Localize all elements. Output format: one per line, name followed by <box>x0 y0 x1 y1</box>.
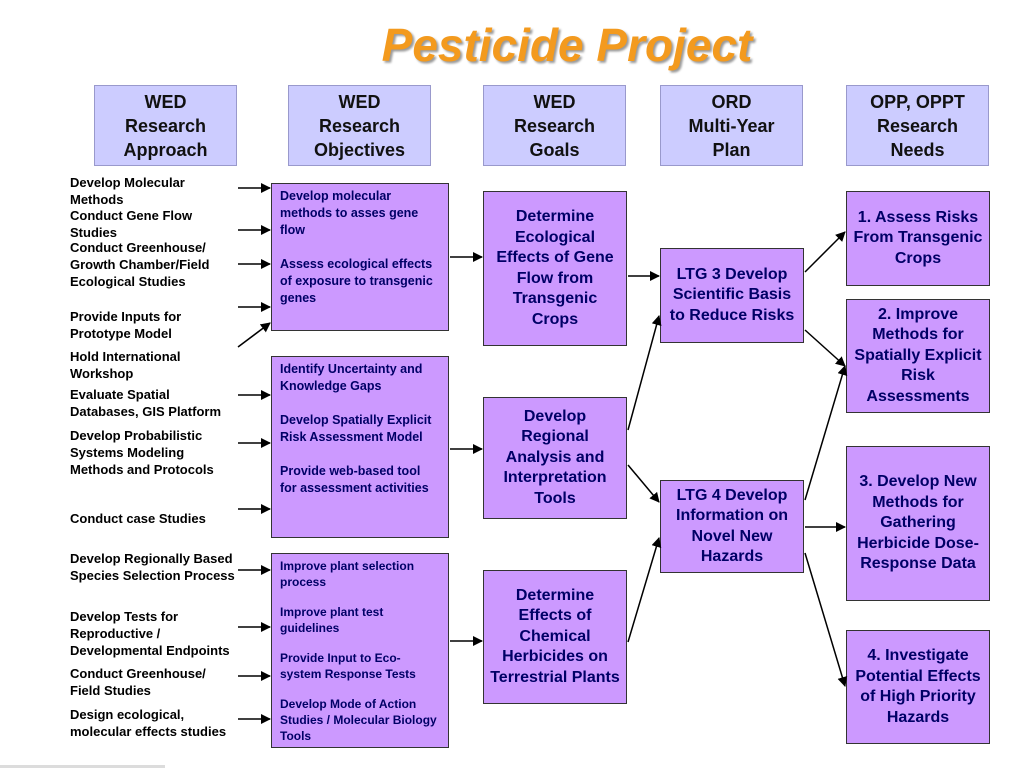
approach-item: Conduct case Studies <box>70 511 206 526</box>
approach-item: Conduct Gene Flow Studies <box>70 208 193 240</box>
header-line: Approach <box>123 139 208 160</box>
objective-item: Develop Spatially Explicit Risk Assessme… <box>280 413 432 444</box>
header-line: WED <box>533 91 576 112</box>
need-label: 1. Assess Risks From Transgenic Crops <box>853 208 983 267</box>
need-label: 3. Develop New Methods for Gathering Her… <box>857 473 979 573</box>
arrow <box>627 537 662 643</box>
approach-item: Develop Probabilistic Systems Modeling M… <box>70 428 214 477</box>
arrow <box>804 552 848 687</box>
goal-label: Determine Effects of Chemical Herbicides… <box>490 586 620 686</box>
arrow <box>627 464 660 503</box>
header-line: Needs <box>890 139 945 160</box>
header-line: OPP, OPPT <box>870 91 965 112</box>
goal-regional-analysis: Develop Regional Analysis and Interpreta… <box>483 397 627 519</box>
objectives-box-plants: Improve plant selection process Improve … <box>271 553 449 748</box>
objective-item: Provide web-based tool for assessment ac… <box>280 464 429 495</box>
need-high-priority-hazards: 4. Investigate Potential Effects of High… <box>846 630 990 744</box>
header-line: WED <box>144 91 187 112</box>
plan-ltg4: LTG 4 Develop Information on Novel New H… <box>660 480 804 573</box>
approach-item: Develop Molecular Methods <box>70 175 185 207</box>
plan-label: LTG 3 Develop Scientific Basis to Reduce… <box>669 265 795 324</box>
header-line: ORD <box>711 91 752 112</box>
header-line: Research <box>513 115 596 136</box>
goal-label: Determine Ecological Effects of Gene Flo… <box>496 208 614 328</box>
goal-label: Develop Regional Analysis and Interpreta… <box>503 407 607 507</box>
need-label: 2. Improve Methods for Spatially Explici… <box>854 305 982 405</box>
need-label: 4. Investigate Potential Effects of High… <box>855 647 981 726</box>
approach-item: Develop Tests for Reproductive / Develop… <box>70 609 230 658</box>
arrow <box>804 329 846 367</box>
objectives-box-gene-flow: Develop molecular methods to asses gene … <box>271 183 449 331</box>
header-line: WED <box>338 91 381 112</box>
header-line: Goals <box>529 139 580 160</box>
footer-rule <box>0 765 165 768</box>
header-line: Research <box>876 115 959 136</box>
arrow <box>627 315 662 431</box>
objective-item: Provide Input to Eco-system Response Tes… <box>280 651 416 681</box>
objective-item: Assess ecological effects of exposure to… <box>280 257 433 305</box>
approach-item: Design ecological, molecular effects stu… <box>70 707 227 739</box>
approach-item: Evaluate Spatial Databases, GIS Platform <box>70 387 221 419</box>
plan-label: LTG 4 Develop Information on Novel New H… <box>676 486 788 566</box>
objective-item: Improve plant test guidelines <box>280 605 384 635</box>
arrow <box>804 365 848 501</box>
approach-item: Provide Inputs for Prototype Model <box>70 309 182 341</box>
header-line: Objectives <box>313 139 406 160</box>
header-line: Multi-Year <box>688 115 775 136</box>
need-assess-risks: 1. Assess Risks From Transgenic Crops <box>846 191 990 286</box>
need-dose-response: 3. Develop New Methods for Gathering Her… <box>846 446 990 601</box>
header-line: Research <box>318 115 401 136</box>
arrow <box>804 231 846 273</box>
objective-item: Identify Uncertainty and Knowledge Gaps <box>280 362 423 393</box>
plan-ltg3: LTG 3 Develop Scientific Basis to Reduce… <box>660 248 804 343</box>
arrow <box>237 322 271 348</box>
objective-item: Improve plant selection process <box>280 559 415 589</box>
page-title: Pesticide Project <box>381 19 753 71</box>
header-line: Plan <box>712 139 751 160</box>
goal-gene-flow: Determine Ecological Effects of Gene Flo… <box>483 191 627 346</box>
objective-item: Develop molecular methods to asses gene … <box>280 189 419 237</box>
approach-item: Develop Regionally Based Species Selecti… <box>70 551 235 583</box>
objectives-box-spatial: Identify Uncertainty and Knowledge Gaps … <box>271 356 449 538</box>
header-line: Research <box>124 115 207 136</box>
approach-item: Hold International Workshop <box>70 349 181 381</box>
objective-item: Develop Mode of Action Studies / Molecul… <box>280 697 437 743</box>
goal-chemical-herbicides: Determine Effects of Chemical Herbicides… <box>483 570 627 704</box>
need-improve-methods: 2. Improve Methods for Spatially Explici… <box>846 299 990 413</box>
approach-item: Conduct Greenhouse/ Growth Chamber/Field… <box>70 240 210 289</box>
approach-item: Conduct Greenhouse/ Field Studies <box>70 666 206 698</box>
